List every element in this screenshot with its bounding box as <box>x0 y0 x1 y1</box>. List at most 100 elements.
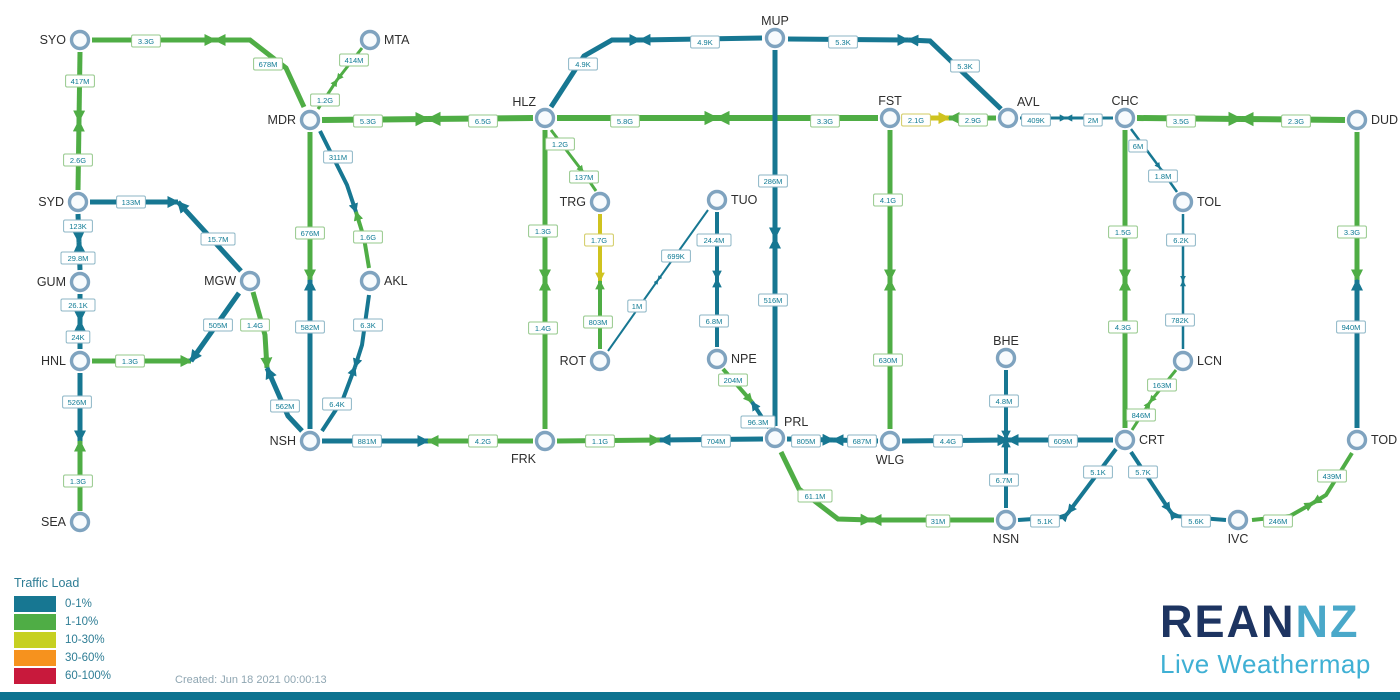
map-node-AKL[interactable]: AKL <box>359 270 408 292</box>
map-node-GUM[interactable]: GUM <box>37 271 91 293</box>
link-traffic-label[interactable]: 1.2G <box>310 93 340 107</box>
link-traffic-label[interactable]: 3.3G <box>1337 225 1367 239</box>
link-traffic-label[interactable]: 1.3G <box>115 354 145 368</box>
map-node-WLG[interactable]: WLG <box>876 430 904 468</box>
link-traffic-label[interactable]: 4.9K <box>568 57 598 71</box>
link-traffic-label[interactable]: 409K <box>1021 113 1051 127</box>
link-traffic-label[interactable]: 582M <box>295 320 325 334</box>
link-traffic-label[interactable]: 6M <box>1128 139 1148 153</box>
link-traffic-label[interactable]: 123K <box>63 219 93 233</box>
link-traffic-label[interactable]: 5.7K <box>1128 465 1158 479</box>
link-traffic-label[interactable]: 133M <box>116 195 146 209</box>
link-traffic-label[interactable]: 1.3G <box>63 474 93 488</box>
link-traffic-label[interactable]: 6.7M <box>989 473 1019 487</box>
link-traffic-label[interactable]: 5.3K <box>950 59 980 73</box>
link-traffic-label[interactable]: 2.6G <box>63 153 93 167</box>
link-traffic-label[interactable]: 24.4M <box>696 233 732 247</box>
link-traffic-label[interactable]: 417M <box>65 74 95 88</box>
link-traffic-label[interactable]: 31M <box>925 514 951 528</box>
link-traffic-label[interactable]: 163M <box>1147 378 1177 392</box>
link-traffic-label[interactable]: 1.1G <box>585 434 615 448</box>
map-node-CRT[interactable]: CRT <box>1114 429 1165 451</box>
link-traffic-label[interactable]: 3.3G <box>810 114 840 128</box>
map-node-NSH[interactable]: NSH <box>270 430 321 452</box>
map-node-IVC[interactable]: IVC <box>1228 509 1249 547</box>
link-traffic-label[interactable]: 5.8G <box>610 114 640 128</box>
link-traffic-label[interactable]: 1.8M <box>1148 169 1178 183</box>
link-traffic-label[interactable]: 5.3G <box>353 114 383 128</box>
link-traffic-label[interactable]: 630M <box>873 353 903 367</box>
link-traffic-label[interactable]: 311M <box>323 150 353 164</box>
map-node-MTA[interactable]: MTA <box>359 29 411 51</box>
link-traffic-label[interactable]: 1.2G <box>545 137 575 151</box>
link-traffic-label[interactable]: 1.5G <box>1108 225 1138 239</box>
link-traffic-label[interactable]: 5.3K <box>828 35 858 49</box>
link-traffic-label[interactable]: 6.8M <box>699 314 729 328</box>
map-node-TOD[interactable]: TOD <box>1346 429 1398 451</box>
link-traffic-label[interactable]: 5.6K <box>1181 514 1211 528</box>
map-node-NSN[interactable]: NSN <box>993 509 1019 547</box>
link-traffic-label[interactable]: 562M <box>270 399 300 413</box>
map-node-LCN[interactable]: LCN <box>1172 350 1223 372</box>
link-traffic-label[interactable]: 2.1G <box>901 113 931 127</box>
map-node-NPE[interactable]: NPE <box>706 348 757 370</box>
link-traffic-label[interactable]: 2M <box>1083 113 1103 127</box>
link-traffic-label[interactable]: 6.2K <box>1166 233 1196 247</box>
link-traffic-label[interactable]: 439M <box>1317 469 1347 483</box>
link-traffic-label[interactable]: 26.1K <box>60 298 96 312</box>
map-node-DUD[interactable]: DUD <box>1346 109 1399 131</box>
map-node-SEA[interactable]: SEA <box>41 511 91 533</box>
link-traffic-label[interactable]: 96.3M <box>740 415 776 429</box>
link-traffic-label[interactable]: 805M <box>791 434 821 448</box>
link-traffic-label[interactable]: 5.1K <box>1030 514 1060 528</box>
link-traffic-label[interactable]: 1.7G <box>584 233 614 247</box>
link-traffic-label[interactable]: 24K <box>65 330 91 344</box>
link-traffic-label[interactable]: 204M <box>718 373 748 387</box>
link-traffic-label[interactable]: 846M <box>1126 408 1156 422</box>
map-node-PRL[interactable]: PRL <box>764 415 809 449</box>
link-traffic-label[interactable]: 1.6G <box>353 230 383 244</box>
link-traffic-label[interactable]: 4.8M <box>989 394 1019 408</box>
link-traffic-label[interactable]: 246M <box>1263 514 1293 528</box>
link-traffic-label[interactable]: 687M <box>847 434 877 448</box>
link-traffic-label[interactable]: 3.5G <box>1166 114 1196 128</box>
link-traffic-label[interactable]: 505M <box>203 318 233 332</box>
link-traffic-label[interactable]: 516M <box>758 293 788 307</box>
link-traffic-label[interactable]: 6.4K <box>322 397 352 411</box>
link-traffic-label[interactable]: 609M <box>1048 434 1078 448</box>
map-node-TOL[interactable]: TOL <box>1172 191 1222 213</box>
link-traffic-label[interactable]: 699K <box>661 249 691 263</box>
link-traffic-label[interactable]: 881M <box>352 434 382 448</box>
link-traffic-label[interactable]: 678M <box>253 57 283 71</box>
link-traffic-label[interactable]: 4.1G <box>873 193 903 207</box>
map-node-BHE[interactable]: BHE <box>993 334 1019 369</box>
link-traffic-label[interactable]: 4.2G <box>468 434 498 448</box>
link-traffic-label[interactable]: 1.4G <box>528 321 558 335</box>
map-node-MGW[interactable]: MGW <box>204 270 261 292</box>
map-node-SYO[interactable]: SYO <box>40 29 91 51</box>
map-node-TUO[interactable]: TUO <box>706 189 758 211</box>
map-node-AVL[interactable]: AVL <box>997 95 1040 129</box>
map-node-HNL[interactable]: HNL <box>41 350 91 372</box>
link-traffic-label[interactable]: 940M <box>1336 320 1366 334</box>
map-node-FST[interactable]: FST <box>878 94 902 129</box>
link-traffic-label[interactable]: 29.8M <box>60 251 96 265</box>
link-traffic-label[interactable]: 4.3G <box>1108 320 1138 334</box>
map-node-CHC[interactable]: CHC <box>1111 94 1139 129</box>
link-traffic-label[interactable]: 137M <box>569 170 599 184</box>
link-traffic-label[interactable]: 1M <box>627 299 647 313</box>
map-node-SYD[interactable]: SYD <box>38 191 89 213</box>
link-traffic-label[interactable]: 6.5G <box>468 114 498 128</box>
map-node-MDR[interactable]: MDR <box>268 109 321 131</box>
link-traffic-label[interactable]: 526M <box>62 395 92 409</box>
link-traffic-label[interactable]: 4.9K <box>690 35 720 49</box>
link-traffic-label[interactable]: 6.3K <box>353 318 383 332</box>
link-traffic-label[interactable]: 5.1K <box>1083 465 1113 479</box>
map-node-FRK[interactable]: FRK <box>511 430 556 467</box>
link-traffic-label[interactable]: 2.9G <box>958 113 988 127</box>
map-node-TRG[interactable]: TRG <box>560 191 611 213</box>
link-traffic-label[interactable]: 1.3G <box>528 224 558 238</box>
link-traffic-label[interactable]: 4.4G <box>933 434 963 448</box>
link-traffic-label[interactable]: 414M <box>339 53 369 67</box>
link-traffic-label[interactable]: 3.3G <box>131 34 161 48</box>
